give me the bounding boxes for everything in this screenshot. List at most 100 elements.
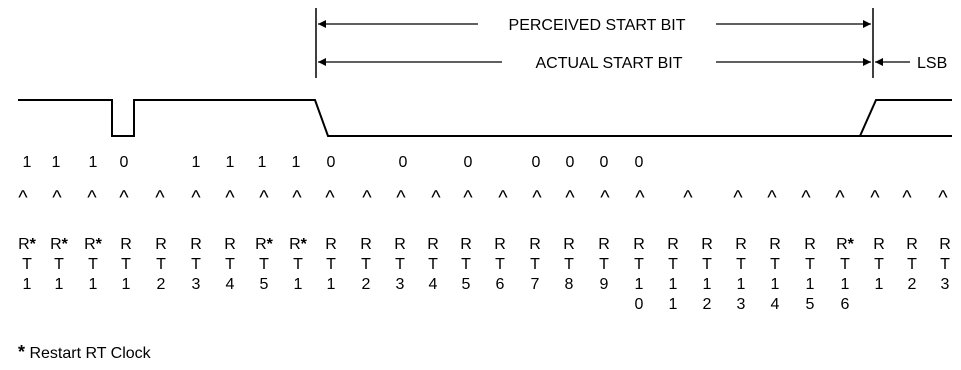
sample-count: 1 xyxy=(737,276,746,293)
sample-column: RT8 xyxy=(563,236,575,293)
actual-start-bit-label: ACTUAL START BIT xyxy=(536,55,683,72)
sample-column: RT1 xyxy=(325,236,337,293)
bit-value: 1 xyxy=(258,154,267,171)
sample-column: RT1 xyxy=(120,236,132,293)
sample-caret: ^ xyxy=(431,187,441,209)
sample-r-label: R xyxy=(224,236,236,253)
sample-caret: ^ xyxy=(87,187,97,209)
sample-count: 8 xyxy=(565,276,574,293)
sample-caret: ^ xyxy=(292,187,302,209)
sample-count: 3 xyxy=(737,296,746,313)
sample-r-label: R xyxy=(769,236,781,253)
sample-column: RT3 xyxy=(394,236,406,293)
sample-t-label: T xyxy=(907,256,917,273)
sample-r-label: R xyxy=(494,236,506,253)
sample-r-label: R xyxy=(598,236,610,253)
sample-r-label: R xyxy=(633,236,645,253)
sample-r-label: R xyxy=(427,236,439,253)
sample-count: 1 xyxy=(669,296,678,313)
sample-count: 2 xyxy=(703,296,712,313)
sample-caret: ^ xyxy=(870,187,880,209)
sample-count: 3 xyxy=(396,276,405,293)
sample-r-label: R xyxy=(667,236,679,253)
sample-r-label: R xyxy=(906,236,918,253)
sample-r-label: R xyxy=(155,236,167,253)
sample-caret: ^ xyxy=(938,187,948,209)
sample-r-label: R xyxy=(701,236,713,253)
sample-count: 9 xyxy=(600,276,609,293)
sample-count: 6 xyxy=(496,276,505,293)
sample-count: 4 xyxy=(226,276,235,293)
bit-value: 0 xyxy=(464,154,473,171)
sample-t-label: T xyxy=(599,256,609,273)
sample-t-label: T xyxy=(495,256,505,273)
lsb-label: LSB xyxy=(917,55,947,72)
sample-count: 4 xyxy=(771,296,780,313)
sample-t-label: T xyxy=(736,256,746,273)
sample-r-label: R xyxy=(460,236,472,253)
sample-count: 1 xyxy=(55,276,64,293)
bit-value: 0 xyxy=(635,154,644,171)
sample-count: 1 xyxy=(875,276,884,293)
sample-column: RT2 xyxy=(155,236,167,293)
bit-value: 1 xyxy=(52,154,61,171)
sample-t-label: T xyxy=(259,256,269,273)
rxd-waveform xyxy=(18,99,952,137)
bit-value: 0 xyxy=(327,154,336,171)
sample-caret: ^ xyxy=(259,187,269,209)
bit-sequence-row: 1 1 1 0 1 1 1 1 0 0 0 0 0 0 0 xyxy=(23,154,644,171)
sample-count: 5 xyxy=(260,276,269,293)
sample-count: 1 xyxy=(327,276,336,293)
sample-r-label: R xyxy=(804,236,816,253)
sample-t-label: T xyxy=(88,256,98,273)
sample-t-label: T xyxy=(874,256,884,273)
sample-count: 3 xyxy=(192,276,201,293)
sample-column: R*T1 xyxy=(50,236,69,293)
sample-count: 2 xyxy=(908,276,917,293)
bit-value: 0 xyxy=(566,154,575,171)
sample-caret: ^ xyxy=(600,187,610,209)
sample-column: RT4 xyxy=(224,236,236,293)
sample-column: RT 6 xyxy=(494,236,506,293)
sample-marker-row: ^^^^^^^^^^^^^^^^^^^^^^^^^^^ xyxy=(18,187,948,209)
sample-count: 0 xyxy=(635,296,644,313)
sample-caret: ^ xyxy=(635,187,645,209)
sample-column: RT 1 4 xyxy=(769,236,781,313)
sample-count: 1 xyxy=(294,276,303,293)
sample-column: R*T1 xyxy=(18,236,37,293)
sample-count: 5 xyxy=(462,276,471,293)
sample-r-label: R xyxy=(360,236,372,253)
sample-t-label: T xyxy=(191,256,201,273)
sample-caret: ^ xyxy=(801,187,811,209)
sample-r-label: R* xyxy=(289,236,308,253)
sample-count: 1 xyxy=(771,276,780,293)
sample-r-label: R xyxy=(529,236,541,253)
sample-r-label: R* xyxy=(84,236,103,253)
sample-column: RT7 xyxy=(529,236,541,293)
bit-value: 0 xyxy=(600,154,609,171)
sample-caret: ^ xyxy=(362,187,372,209)
sample-r-label: R xyxy=(873,236,885,253)
sample-column: R* T 5 xyxy=(255,236,274,293)
sample-r-label: R* xyxy=(255,236,274,253)
sample-caret: ^ xyxy=(18,187,28,209)
sample-t-label: T xyxy=(428,256,438,273)
sample-t-label: T xyxy=(530,256,540,273)
sample-count: 1 xyxy=(806,276,815,293)
sample-column: R*T1 xyxy=(289,236,308,293)
bit-value: 1 xyxy=(292,154,301,171)
footnote-asterisk: * xyxy=(18,342,26,362)
sample-caret: ^ xyxy=(767,187,777,209)
rt-sampling-diagram: PERCEIVED START BIT ACTUAL START BIT LSB… xyxy=(18,8,952,313)
sample-r-label: R xyxy=(190,236,202,253)
sample-count: 1 xyxy=(635,276,644,293)
sample-count: 1 xyxy=(23,276,32,293)
sample-t-label: T xyxy=(461,256,471,273)
sample-caret: ^ xyxy=(463,187,473,209)
sample-r-label: R* xyxy=(836,236,855,253)
sample-column: RT 9 xyxy=(598,236,610,293)
sample-t-label: T xyxy=(770,256,780,273)
